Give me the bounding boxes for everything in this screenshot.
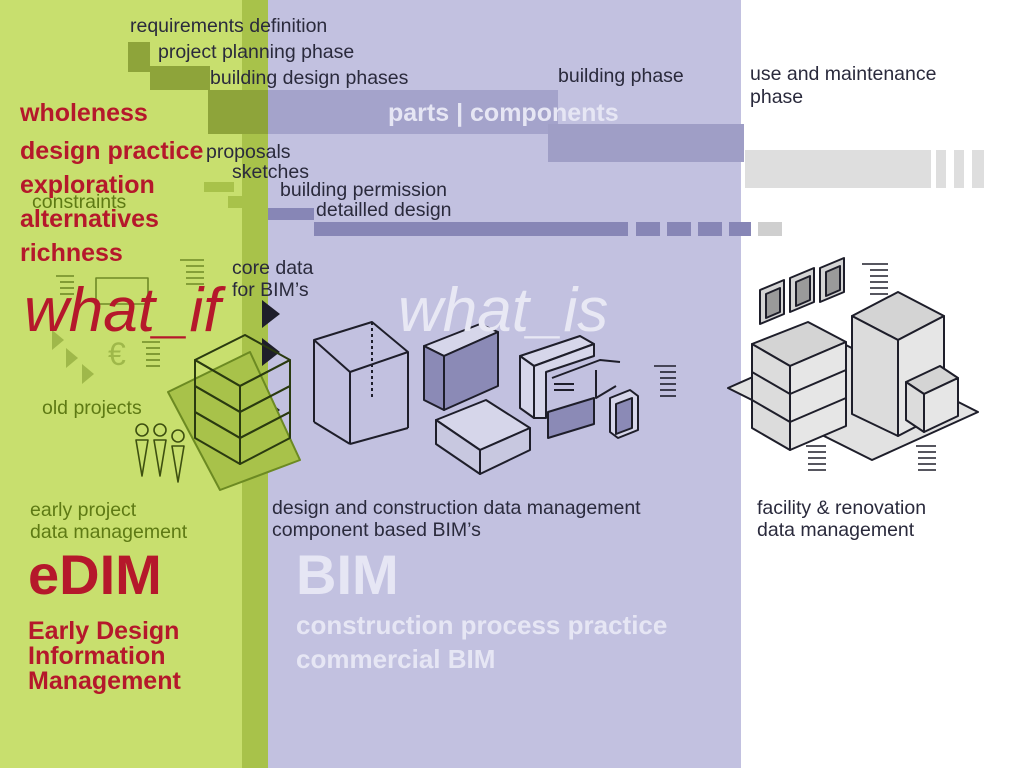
detailed-design-label: detailled design [316,199,452,221]
design-caption-line2: component based BIM’s [272,519,481,541]
flat-slab-icon [435,399,531,475]
bim-title: BIM [296,543,399,606]
timeline-bar [698,222,722,236]
facility-caption-line2: data management [757,519,915,541]
timeline-bar [954,150,964,188]
timeline-bar [204,182,234,192]
phase-design-label: building design phases [210,67,409,89]
faded-document-icon [56,259,204,367]
parts-components-label: parts | components [388,99,619,127]
timeline-bar [548,124,744,162]
timeline-bar [208,90,268,134]
what-is-title: what_is [398,276,609,345]
bim-line2: commercial BIM [296,644,496,674]
phase-use-label-line2: phase [750,86,804,108]
euro-icon: € [108,336,126,372]
timeline-bar [150,66,210,90]
keyword-richness: richness [20,239,123,267]
edim-line1: Early Design [28,617,180,645]
facility-building-icon [727,257,979,461]
document-icon [654,365,676,397]
facility-caption-line1: facility & renovation [757,497,927,519]
column-beam-icon [519,335,621,419]
early-caption-line2: data management [30,521,188,543]
window-icon [609,389,639,439]
constraints-label: constraints [32,191,127,213]
panel-icon [547,370,617,439]
keyword-exploration: exploration [20,171,155,199]
timeline-bar [729,222,751,236]
timeline-bar [758,222,782,236]
sketches-label: sketches [232,161,309,183]
edim-line2: Information [28,642,166,670]
timeline-bar [745,150,931,188]
design-caption-line1: design and construction data management [272,497,641,519]
core-data-label-line1: core data [232,257,314,279]
timeline-bar [128,42,150,72]
timeline-bar [268,208,314,220]
keyword-design-practice: design practice [20,137,204,165]
faded-arrow-icon [52,330,94,384]
what-if-title: what_if [24,276,221,345]
phase-building-label: building phase [558,65,684,87]
edim-line3: Management [28,667,181,695]
early-caption-line1: early project [30,499,137,521]
building-permission-label: building permission [280,179,447,201]
phase-use-label-line1: use and maintenance [750,63,937,85]
timeline-bar [972,150,984,188]
timeline-bar [667,222,691,236]
timeline-bar [268,90,558,134]
timeline-bar [314,222,628,236]
phase-requirements-label: requirements definition [130,15,328,37]
keyword-wholeness: wholeness [20,99,148,127]
timeline-bar [636,222,660,236]
keyword-alternatives: alternatives [20,205,159,233]
solid-block-icon [423,323,499,411]
timeline-bar [936,150,946,188]
stacked-floors-icon [167,334,301,491]
proposals-label: proposals [206,141,291,163]
document-icon [806,263,936,471]
bim-line1: construction process practice [296,610,668,640]
core-data-label-line2: for BIM’s [232,279,309,301]
people-icon [135,423,185,483]
old-projects-label: old projects [42,397,142,419]
wireframe-box-icon [313,321,409,445]
timeline-bar [228,196,268,208]
edim-title: eDIM [28,543,162,606]
phase-planning-label: project planning phase [158,41,355,63]
